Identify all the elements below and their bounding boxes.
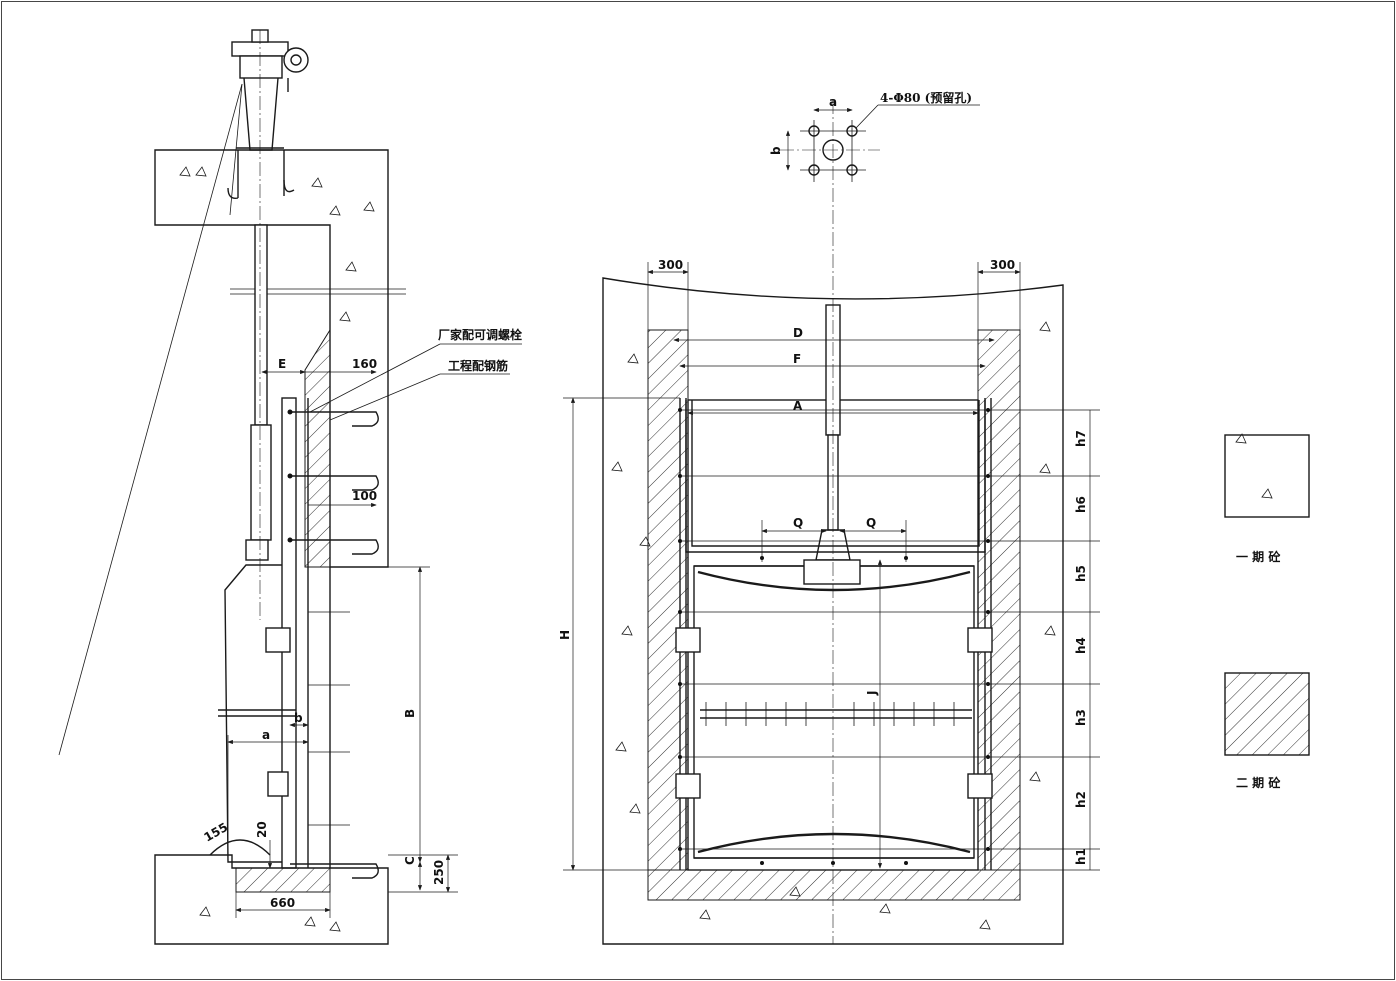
- legend-first-stage-label: 一 期 砼: [1236, 549, 1281, 564]
- label-Q-right: Q: [866, 516, 876, 530]
- label-250: 250: [432, 860, 446, 885]
- label-h2: h2: [1074, 791, 1088, 808]
- reserved-holes-plan: [780, 104, 980, 182]
- label-20: 20: [255, 821, 269, 838]
- label-h4: h4: [1074, 637, 1088, 654]
- label-660: 660: [270, 896, 295, 910]
- legend-first-stage-swatch: [1224, 434, 1310, 518]
- hoist-machine: [227, 29, 309, 199]
- drawing-labels: 厂家配可调螺栓 工程配钢筋 E 160 100 B a b 155 20 C 2…: [202, 90, 1282, 910]
- note-rebar: 工程配钢筋: [448, 358, 508, 373]
- first-stage-outline: [602, 277, 1064, 945]
- label-Q-left: Q: [793, 516, 803, 530]
- bottom-second-stage: [235, 867, 331, 893]
- label-C: C: [403, 856, 417, 865]
- bottom-second-stage-front: [647, 869, 1021, 901]
- anchor-bolts: [287, 409, 379, 879]
- label-B: B: [403, 709, 417, 718]
- label-J: J: [865, 691, 879, 696]
- label-b-top: b: [769, 146, 783, 155]
- label-D: D: [793, 326, 803, 340]
- label-300-right: 300: [990, 258, 1015, 272]
- label-A: A: [793, 399, 803, 413]
- label-100: 100: [352, 489, 377, 503]
- label-reserved-holes: 4-Φ80 (预留孔): [880, 90, 972, 105]
- label-155: 155: [202, 820, 231, 845]
- label-H: H: [558, 630, 572, 640]
- label-h1: h1: [1074, 848, 1088, 865]
- side-section-view: [58, 29, 522, 945]
- legend: [1224, 433, 1310, 756]
- slot-second-stage: [304, 328, 331, 568]
- label-a-top: a: [829, 95, 837, 109]
- label-160: 160: [352, 357, 377, 371]
- legend-second-stage-label: 二 期 砼: [1236, 775, 1281, 790]
- label-h7: h7: [1074, 430, 1088, 447]
- front-elevation-view: [563, 100, 1100, 945]
- label-h5: h5: [1074, 565, 1088, 582]
- note-bolt: 厂家配可调螺栓: [438, 327, 522, 342]
- label-a-side: a: [262, 728, 270, 742]
- label-h3: h3: [1074, 709, 1088, 726]
- h-dimension-chain: [678, 408, 1100, 871]
- concrete-texture-left: [179, 166, 375, 932]
- label-b-side: b: [294, 711, 303, 725]
- legend-second-stage-swatch: [1224, 672, 1310, 756]
- label-h6: h6: [1074, 496, 1088, 513]
- bottom-slab: [154, 854, 389, 945]
- label-E: E: [278, 357, 286, 371]
- label-F: F: [793, 352, 801, 366]
- label-300-left: 300: [658, 258, 683, 272]
- concrete-texture-front: [611, 321, 1056, 930]
